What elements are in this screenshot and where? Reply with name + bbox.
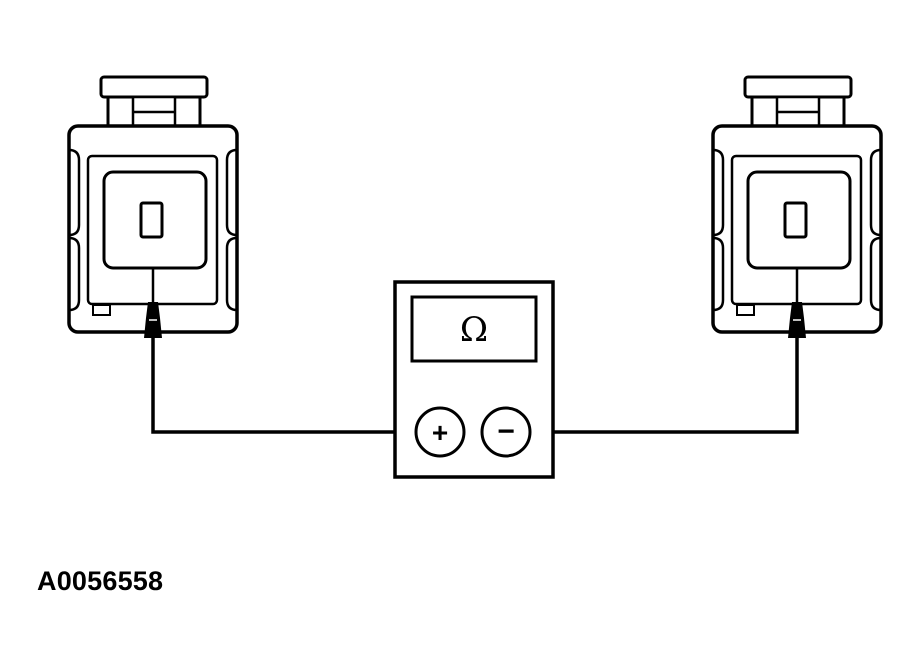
ohm-symbol: Ω	[460, 310, 488, 350]
positive-terminal	[414, 406, 466, 458]
figure-id: A0056558	[37, 566, 164, 596]
meter-display	[410, 295, 538, 363]
positive-terminal-label: +	[432, 417, 448, 448]
probe-tip-left	[144, 302, 162, 338]
negative-terminal	[480, 406, 532, 458]
probe-tip-right	[788, 302, 806, 338]
ohmmeter: Ω + −	[393, 280, 555, 479]
connector-right	[711, 75, 883, 334]
test-lead-negative	[530, 338, 799, 434]
connector-left	[67, 75, 239, 334]
negative-terminal-label: −	[497, 415, 515, 448]
test-lead-positive	[151, 338, 415, 434]
